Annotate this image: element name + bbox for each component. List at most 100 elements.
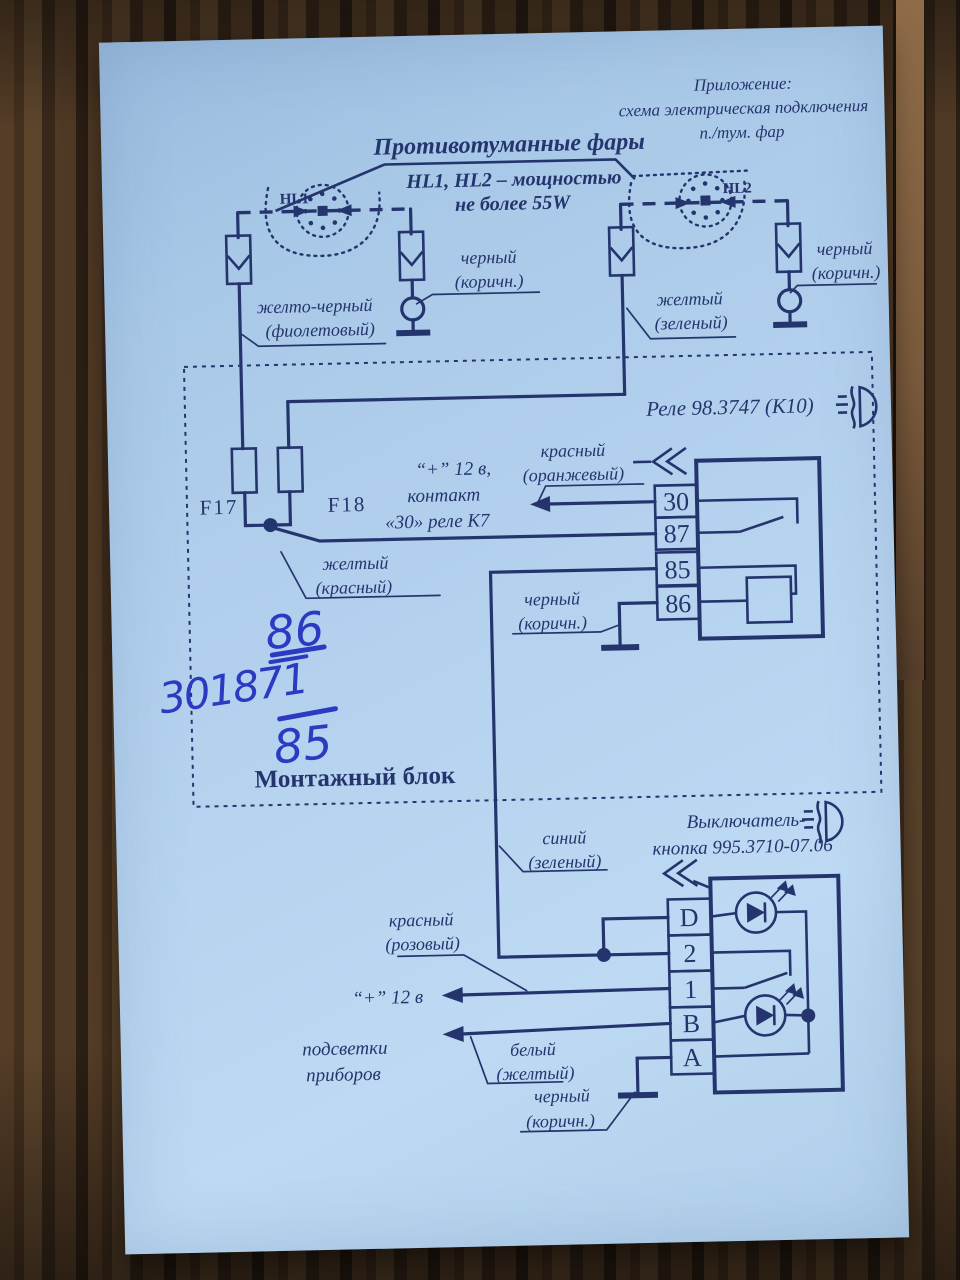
- lamp-pocket-arc: [264, 186, 381, 258]
- wire-arrow: [675, 197, 691, 210]
- wire-color-text: черный: [524, 588, 580, 609]
- label-black-brown-lamp-left: черный (коричн.): [415, 247, 541, 305]
- annotation-text: приборов: [306, 1064, 381, 1087]
- switch-pin-2: 2: [683, 939, 697, 968]
- label-yellow-red: желтый (красный): [280, 550, 441, 600]
- fog-lamp-hl2: HL2: [607, 169, 803, 277]
- switch-contact-blade: [744, 971, 788, 990]
- label-black-brown-lamp-right: черный (коричн.): [789, 238, 881, 294]
- label-red-orange: красный (оранжевый): [522, 440, 645, 504]
- brace-line: [275, 158, 636, 213]
- lamp-dashed-wire: [237, 207, 411, 215]
- page-title: Противотуманные фары: [372, 129, 645, 161]
- wire-color-text: (коричн.): [811, 262, 880, 284]
- wire-color-text: (зеленый): [654, 312, 727, 335]
- hl2-label: HL2: [722, 180, 752, 197]
- wood-plank-light: [893, 0, 926, 680]
- wire-color-text: черный: [534, 1085, 590, 1106]
- relay-contact-blade: [739, 515, 784, 534]
- switch-pin-d: D: [679, 903, 698, 932]
- fuse-f18-label: F18: [327, 492, 366, 517]
- label-yellow-green: желтый (зеленый): [625, 288, 737, 340]
- wire-color-text: белый: [510, 1039, 556, 1060]
- appendix-line2: схема электрическая подключения: [619, 96, 869, 120]
- annotation-text: «30» реле К7: [385, 510, 491, 533]
- wire-arrow: [720, 195, 736, 208]
- connector-chevrons-icon: [633, 446, 688, 476]
- ground-icon-lamp-right: [773, 270, 808, 329]
- mounting-block-label: Монтажный блок: [254, 762, 456, 793]
- relay-pin-86: 86: [665, 589, 692, 619]
- wire-color-text: (коричн.): [518, 612, 587, 634]
- fuse-f18: [276, 446, 305, 494]
- lamp-filament: [700, 195, 711, 206]
- relay-body: [694, 456, 826, 641]
- connector-chevrons-icon: [661, 858, 710, 889]
- diagram-paper-sheet: Приложение: схема электрическая подключе…: [98, 25, 910, 1255]
- annotation-text: “+” 12 в,: [415, 458, 491, 481]
- wire-color-text: желтый: [322, 553, 389, 574]
- label-plus12-relay: “+” 12 в, контакт «30» реле К7: [385, 458, 491, 533]
- circuit-wires: [230, 273, 673, 1099]
- switch-title-line1: Выключатель-: [686, 809, 805, 833]
- arrow-plus12-switch: [441, 986, 463, 1003]
- hl1-label: HL1: [280, 191, 310, 208]
- label-instrument-illumination: подсветки приборов: [302, 1038, 388, 1087]
- led-arrows-icon: [779, 983, 805, 1005]
- lamp-dashed-wire: [620, 199, 788, 207]
- lamp-filament: [317, 205, 328, 216]
- switch-pin-a: A: [682, 1043, 702, 1072]
- label-black-brown-switch: черный (коричн.): [519, 1085, 636, 1133]
- label-blue-green: синий (зеленый): [498, 827, 608, 874]
- switch-title-line2: кнопка 995.3710-07.06: [652, 835, 833, 860]
- wire-color-text: (красный): [315, 576, 392, 599]
- wire-color-text: красный: [540, 440, 605, 461]
- subtitle-line2: не более 55W: [455, 191, 572, 216]
- appendix-line3: п./тум. фар: [699, 122, 784, 143]
- fuse-f17: [230, 447, 259, 495]
- label-white-yellow: белый (желтый): [469, 1035, 575, 1086]
- label-black-brown-relay: черный (коричн.): [512, 588, 619, 635]
- ground-icon-relay: [601, 644, 640, 651]
- label-red-pink: красный (розовый): [385, 909, 528, 992]
- appendix-note: Приложение: схема электрическая подключе…: [619, 74, 869, 143]
- switch-pin-1: 1: [684, 975, 698, 1004]
- fog-lamp-hl1: HL1: [224, 183, 426, 286]
- relay-title: Реле 98.3747 (К10): [645, 393, 814, 421]
- relay-pin-85: 85: [664, 555, 691, 585]
- wire-color-text: (оранжевый): [522, 463, 624, 486]
- wire-color-text: черный: [816, 238, 872, 259]
- lamp-pocket-arc: [627, 177, 746, 250]
- ground-icon-lamp-left: [396, 278, 431, 337]
- junction-dot: [801, 1008, 816, 1023]
- wire-color-text: черный: [461, 247, 517, 268]
- plus12-switch-label: “+” 12 в: [352, 987, 423, 1010]
- relay-pin-30: 30: [663, 487, 690, 517]
- relay-pin-87: 87: [663, 519, 690, 549]
- switch-pin-b: B: [682, 1009, 700, 1038]
- appendix-line1: Приложение:: [693, 74, 793, 95]
- handwritten-301871: 301871: [156, 654, 310, 724]
- wire-color-text: красный: [389, 909, 454, 930]
- arrow-illumination: [442, 1025, 464, 1042]
- relay-contact-30: [696, 497, 799, 524]
- relay-k10: 30 87 85 86: [653, 456, 826, 641]
- wire-color-text: (желтый): [496, 1063, 575, 1086]
- annotation-text: подсветки: [302, 1038, 388, 1061]
- wire-arrow: [336, 204, 352, 217]
- fog-lamp-symbol-icon: [835, 385, 878, 429]
- annotation-text: контакт: [407, 484, 480, 507]
- ground-icon-switch: [617, 1091, 659, 1099]
- arrow-to-relay-k7: [530, 495, 551, 512]
- wire-color-text: синий: [542, 827, 586, 848]
- wire-color-text: (зеленый): [528, 851, 601, 874]
- subtitle-line1: HL1, HL2 – мощностью: [405, 166, 622, 193]
- wire-arrow: [293, 205, 309, 218]
- wire-color-text: (коричн.): [455, 270, 524, 292]
- mounting-block-frame: [182, 350, 883, 808]
- wire-color-text: желтый: [656, 288, 723, 309]
- fog-switch: D 2 1 B A: [666, 873, 845, 1095]
- relay-coil: [745, 575, 793, 625]
- fuse-f17-label: F17: [199, 495, 238, 520]
- led-arrows-icon: [770, 880, 796, 902]
